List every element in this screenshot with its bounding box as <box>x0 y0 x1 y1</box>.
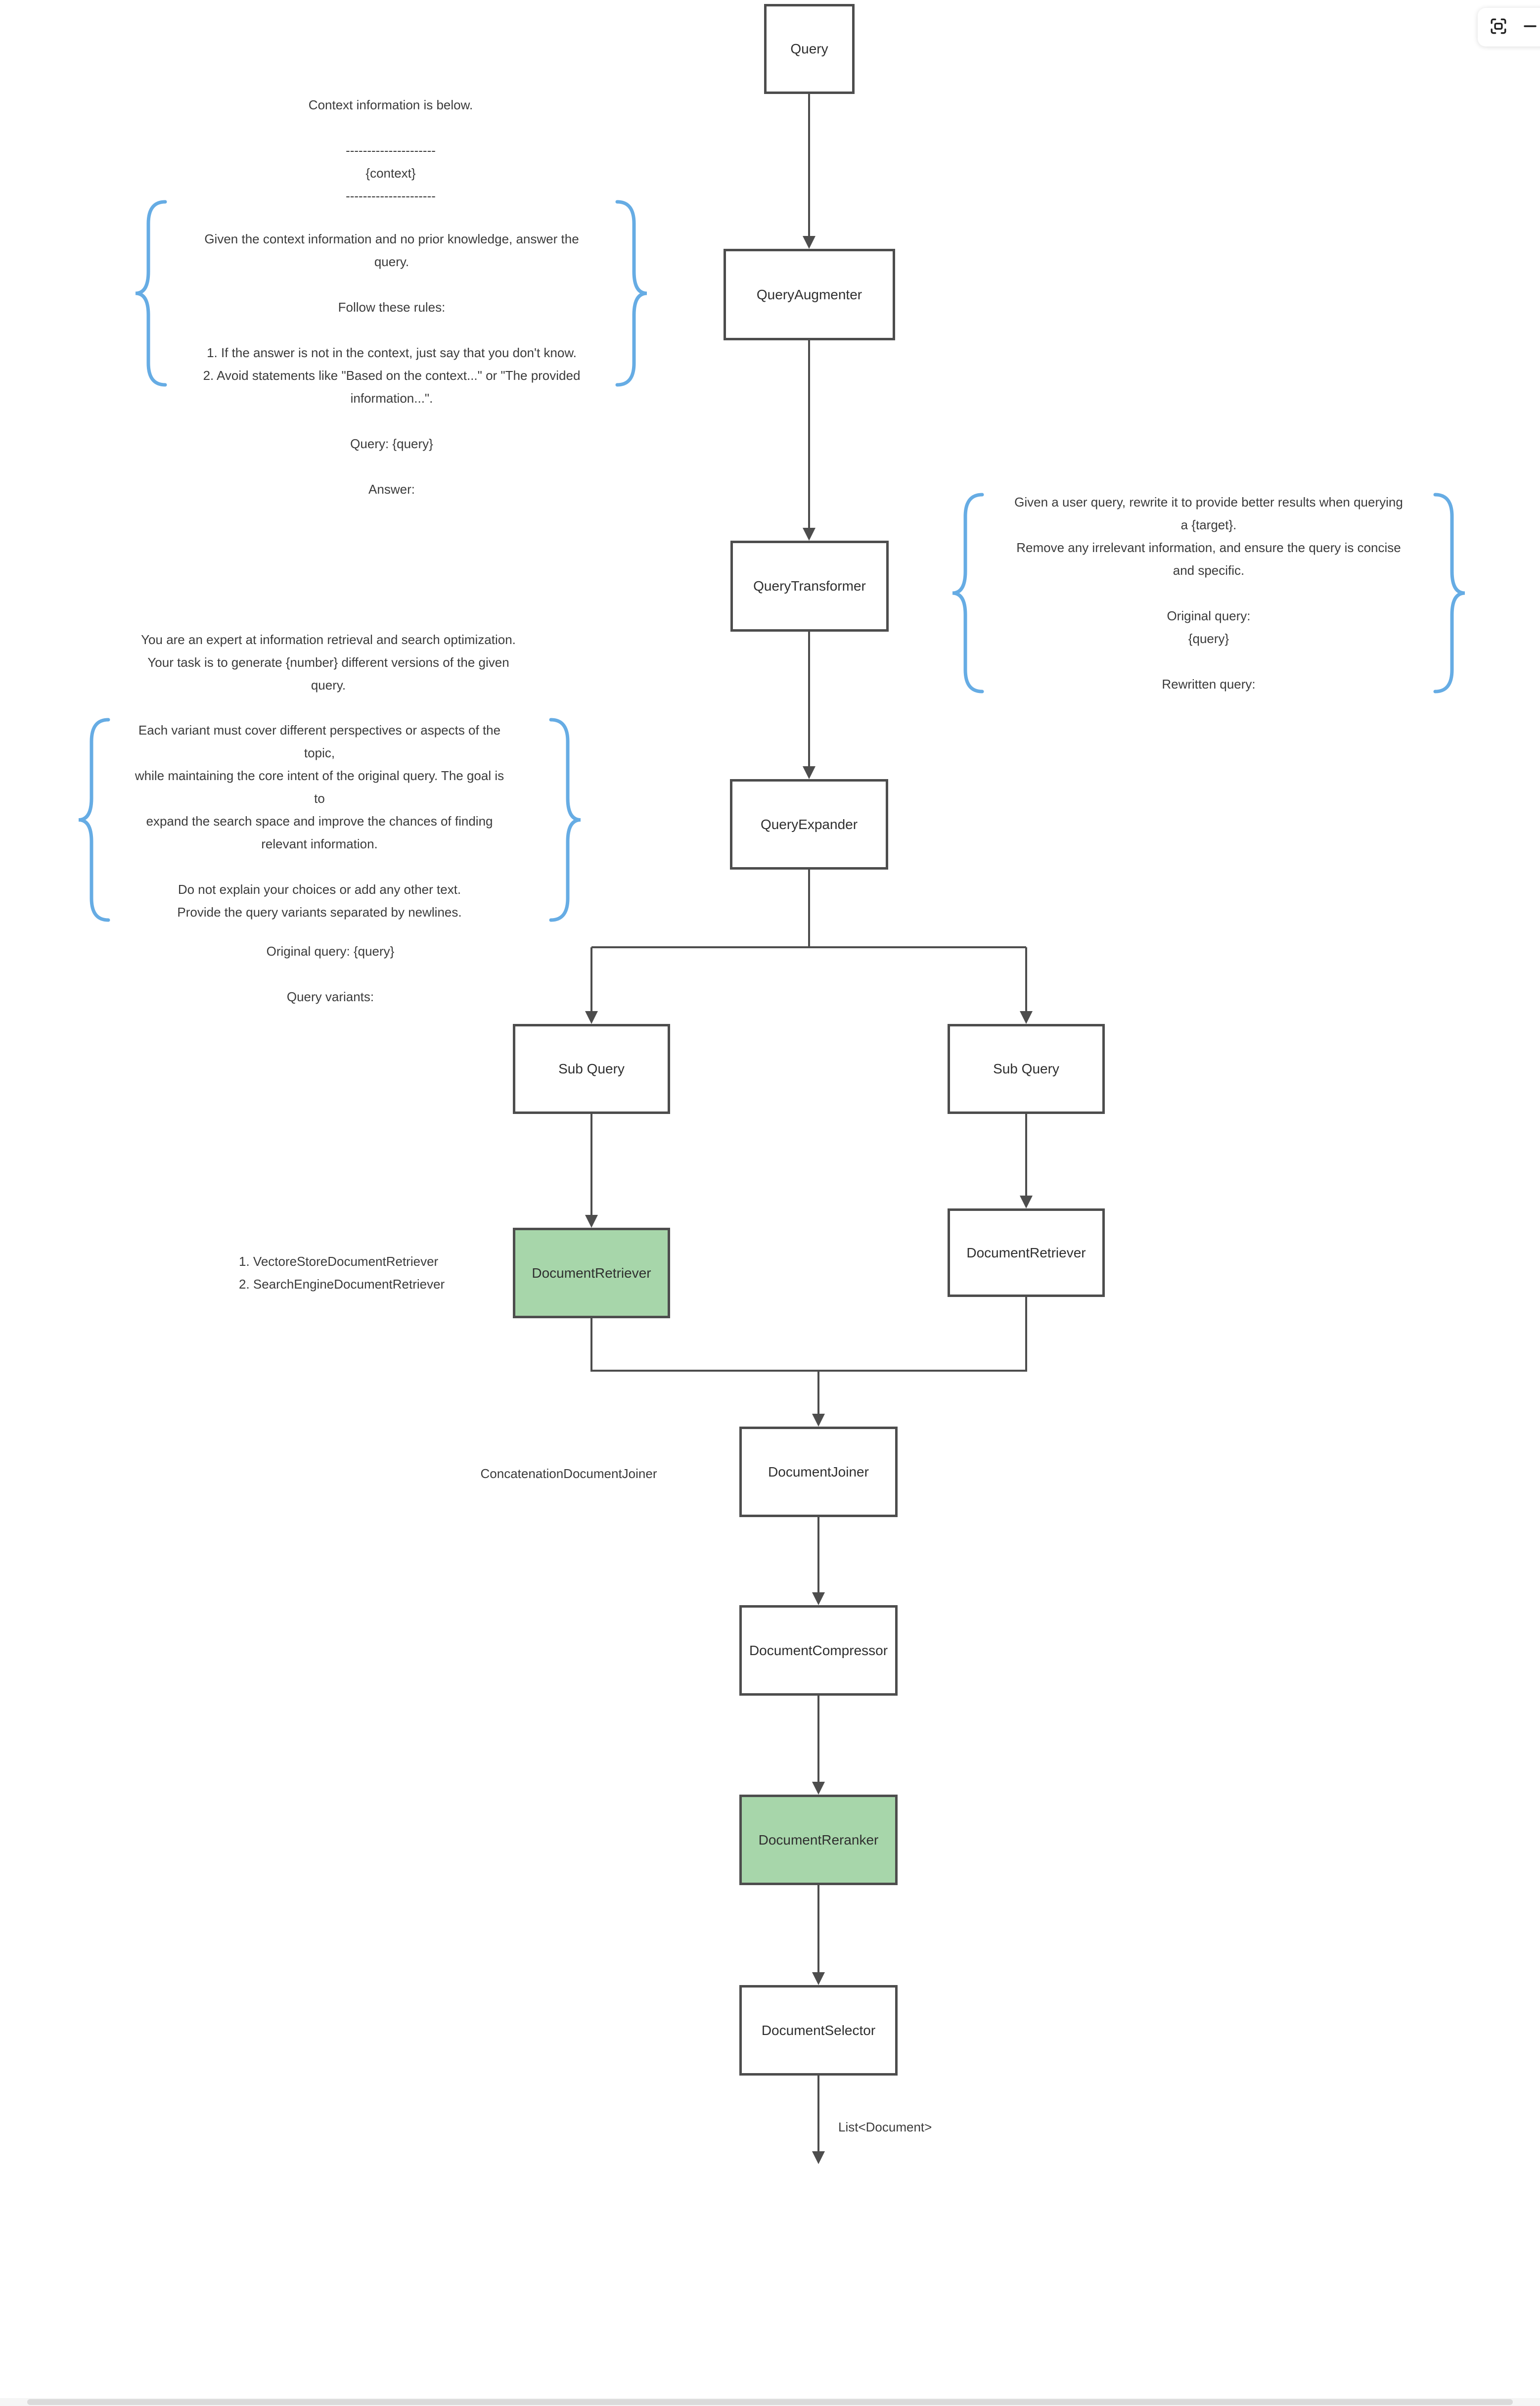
fit-view-icon <box>1490 17 1507 38</box>
annotation-expander-prompt: Each variant must cover different perspe… <box>135 723 504 920</box>
node-label: QueryAugmenter <box>756 286 862 302</box>
annotation-expander-outro: Original query: {query} Query variants: <box>266 944 395 1004</box>
node-label: Query <box>790 41 828 56</box>
annotation-answer-prompt: Given the context information and no pri… <box>203 231 581 497</box>
brace-icon-answer-prompt-brace-right <box>615 200 647 387</box>
annotation-output-type: List<Document> <box>838 2120 932 2134</box>
arrowhead-icon <box>803 236 815 249</box>
arrowhead-icon <box>803 528 815 541</box>
arrowhead-icon <box>812 1592 825 1605</box>
node-query-transformer[interactable]: QueryTransformer <box>730 541 889 632</box>
node-label: Sub Query <box>993 1061 1059 1076</box>
node-document-joiner[interactable]: DocumentJoiner <box>739 1427 898 1517</box>
fit-view-button[interactable] <box>1490 18 1507 36</box>
node-query-augmenter[interactable]: QueryAugmenter <box>724 249 895 340</box>
arrowhead-icon <box>812 1782 825 1795</box>
node-label: Sub Query <box>558 1061 625 1076</box>
node-label: DocumentRetriever <box>966 1245 1086 1260</box>
node-label: DocumentCompressor <box>749 1642 888 1658</box>
node-document-retriever-right[interactable]: DocumentRetriever <box>948 1208 1105 1297</box>
brace-icon-rewrite-prompt-brace-left <box>952 493 984 694</box>
arrowhead-icon <box>585 1011 598 1024</box>
annotation-joiner-implementation: ConcatenationDocumentJoiner <box>480 1466 657 1481</box>
annotation-rewrite-prompt: Given a user query, rewrite it to provid… <box>1014 495 1403 692</box>
node-document-compressor[interactable]: DocumentCompressor <box>739 1605 898 1696</box>
edge-connector <box>591 870 1026 948</box>
arrowhead-icon <box>812 2151 825 2164</box>
arrowhead-icon <box>1020 1011 1033 1024</box>
canvas-toolbar <box>1478 8 1540 46</box>
node-query[interactable]: Query <box>764 4 855 94</box>
node-label: DocumentJoiner <box>768 1464 869 1480</box>
minus-icon <box>1523 17 1538 38</box>
arrowhead-icon <box>812 1972 825 1985</box>
node-query-expander[interactable]: QueryExpander <box>730 779 888 870</box>
horizontal-scrollbar-thumb[interactable] <box>27 2399 1513 2405</box>
node-label: QueryTransformer <box>753 578 866 594</box>
annotation-context-template: Context information is below. ----------… <box>308 97 473 203</box>
annotation-retriever-implementations: 1. VectoreStoreDocumentRetriever 2. Sear… <box>239 1254 445 1292</box>
zoom-out-button[interactable] <box>1521 18 1539 36</box>
edge-connector <box>590 1297 1027 1372</box>
node-label: QueryExpander <box>760 816 858 832</box>
arrowhead-icon <box>803 766 815 779</box>
annotation-expander-intro: You are an expert at information retriev… <box>141 632 516 693</box>
brace-icon-expander-prompt-brace-left <box>78 718 110 922</box>
node-sub-query-left[interactable]: Sub Query <box>513 1024 670 1114</box>
brace-icon-rewrite-prompt-brace-right <box>1433 493 1465 694</box>
arrowhead-icon <box>812 1414 825 1427</box>
horizontal-scrollbar[interactable] <box>0 2398 1540 2406</box>
node-document-reranker[interactable]: DocumentReranker <box>739 1795 898 1885</box>
node-label: DocumentReranker <box>758 1832 879 1848</box>
node-document-retriever-left[interactable]: DocumentRetriever <box>513 1228 670 1318</box>
brace-icon-expander-prompt-brace-right <box>549 718 581 922</box>
arrowhead-icon <box>585 1215 598 1228</box>
node-label: DocumentSelector <box>761 2022 876 2038</box>
arrowhead-icon <box>1020 1196 1033 1208</box>
brace-icon-answer-prompt-brace-left <box>135 200 167 387</box>
node-label: DocumentRetriever <box>532 1265 651 1281</box>
node-document-selector[interactable]: DocumentSelector <box>739 1985 898 2076</box>
node-sub-query-right[interactable]: Sub Query <box>948 1024 1105 1114</box>
